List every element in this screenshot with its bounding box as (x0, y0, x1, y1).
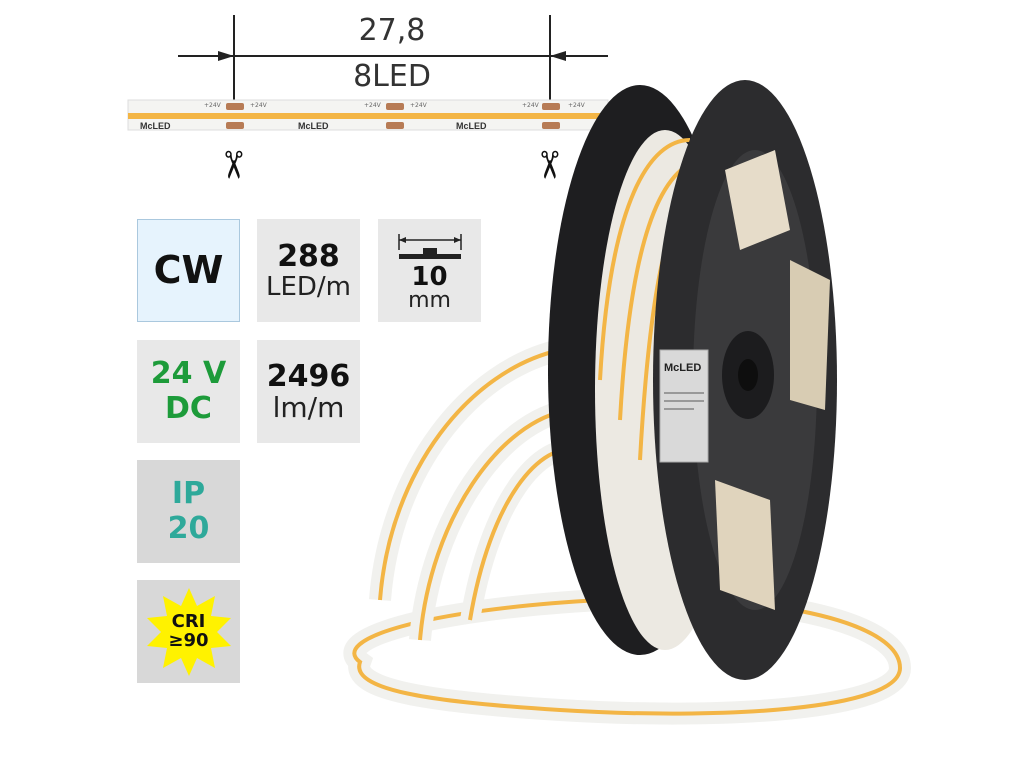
pad-label: +24V (410, 102, 427, 109)
pad-label: +24V (522, 102, 539, 109)
width-dimension-icon (397, 233, 462, 259)
dimension-length: 27,8 (358, 13, 426, 48)
cri-tile: CRI ≥90 (137, 580, 240, 683)
luminous-flux-tile: 2496 lm/m (257, 340, 360, 443)
led-density-tile: 288 LED/m (257, 219, 360, 322)
strip-brand-label: McLED (298, 121, 329, 131)
voltage-tile: 24 V DC (137, 340, 240, 443)
strip-width-tile: 10 mm (378, 219, 481, 322)
cri-label: CRI (171, 610, 206, 632)
strip-width-value: 10 (411, 261, 448, 292)
strip-brand-label: McLED (140, 121, 171, 131)
ip-rating-tile: IP 20 (137, 460, 240, 563)
luminous-flux-value: 2496 (266, 358, 351, 394)
ip-rating-value: 20 (167, 510, 210, 546)
cri-value: ≥90 (168, 629, 209, 651)
voltage-value: 24 V (150, 356, 227, 391)
luminous-flux-unit: lm/m (272, 390, 345, 424)
pad-label: +24V (204, 102, 221, 109)
led-density-value: 288 (277, 238, 340, 274)
ip-rating-label: IP (171, 476, 206, 511)
reel-label-brand: McLED (664, 362, 702, 374)
voltage-type: DC (165, 390, 212, 426)
pad-label: +24V (250, 102, 267, 109)
led-density-unit: LED/m (265, 271, 352, 302)
strip-width-unit: mm (408, 287, 451, 313)
dimension-leds: 8LED (353, 59, 431, 94)
pad-label: +24V (568, 102, 585, 109)
color-temp-tile: CW (137, 219, 240, 322)
color-temp-value: CW (153, 247, 224, 292)
star-badge-icon (147, 588, 231, 676)
strip-brand-label: McLED (456, 121, 487, 131)
pad-label: +24V (364, 102, 381, 109)
